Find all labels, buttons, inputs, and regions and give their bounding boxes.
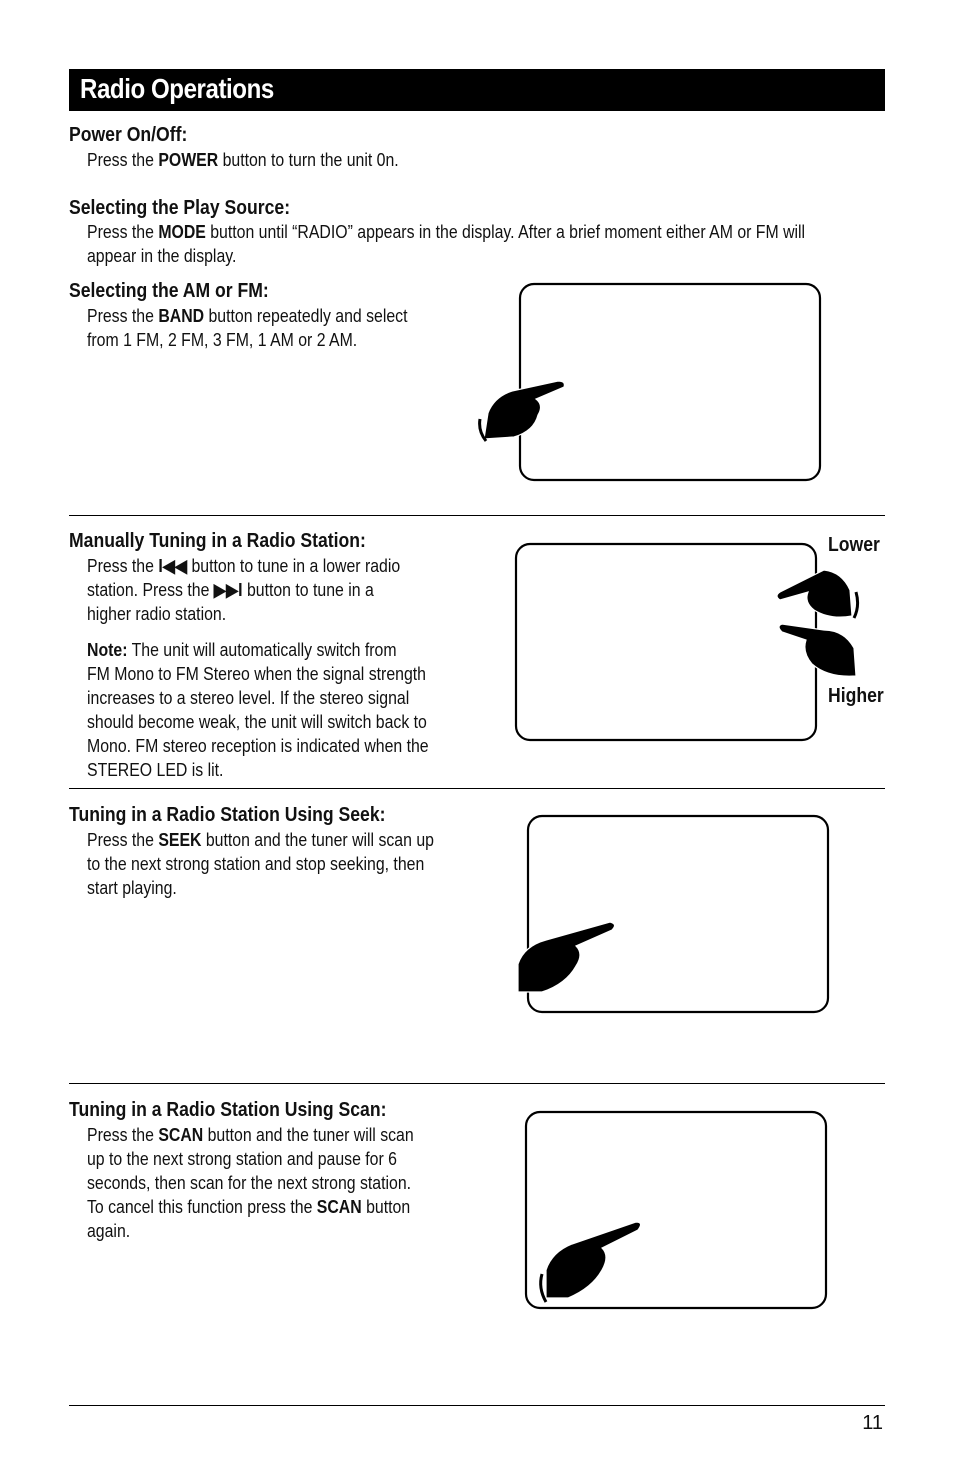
page-number: 11 <box>862 1412 883 1434</box>
page-title: Radio Operations <box>80 73 274 104</box>
paragraph-seek: Press the SEEK button and the tuner will… <box>87 830 434 898</box>
pointing-hand-icon <box>517 921 616 993</box>
callout-lower: Lower <box>828 534 880 556</box>
heading-scan: Tuning in a Radio Station Using Scan: <box>69 1099 387 1121</box>
heading-seek: Tuning in a Radio Station Using Seek: <box>69 804 386 826</box>
heading-manual-tuning: Manually Tuning in a Radio Station: <box>69 530 366 552</box>
paragraph-power: Press the POWER button to turn the unit … <box>87 150 399 170</box>
paragraph-scan: Press the SCAN button and the tuner will… <box>87 1125 414 1241</box>
callout-higher: Higher <box>828 685 884 707</box>
heading-play-source: Selecting the Play Source: <box>69 197 291 219</box>
divider <box>69 788 885 789</box>
device-body: EJECT ⏻ POWER DIM MODE DISP 2 106.7 ▶॥ ■… <box>526 814 830 1014</box>
divider <box>69 515 885 516</box>
paragraph-manual-tuning: Press the I◀◀ button to tune in a lower … <box>87 556 401 624</box>
radio-illustration-seek: EJECT ⏻ POWER DIM MODE DISP 2 106.7 ▶॥ ■… <box>526 814 830 1014</box>
divider <box>69 1405 885 1406</box>
paragraph-play-source: Press the MODE button until “RADIO” appe… <box>87 222 806 266</box>
radio-illustration-band: EJECT ⏻ POWER DIM MODE DISP 2 106.7 ▶॥ ■… <box>518 282 822 482</box>
pointing-hand-icon <box>776 569 860 619</box>
device-body: EJECT ⏻ POWER DIM MODE DISP 2 106.7 ▶॥ ■… <box>518 282 822 482</box>
paragraph-note: Note: The unit will automatically switch… <box>87 640 429 780</box>
pointing-hand-icon <box>778 623 857 677</box>
page-title-bar: Radio Operations <box>69 69 885 111</box>
heading-power: Power On/Off: <box>69 124 188 146</box>
divider <box>69 1083 885 1084</box>
pointing-hand-icon <box>478 380 565 442</box>
paragraph-am-fm: Press the BAND button repeatedly and sel… <box>87 306 408 350</box>
heading-am-fm: Selecting the AM or FM: <box>69 280 269 302</box>
pointing-hand-icon <box>539 1221 642 1303</box>
